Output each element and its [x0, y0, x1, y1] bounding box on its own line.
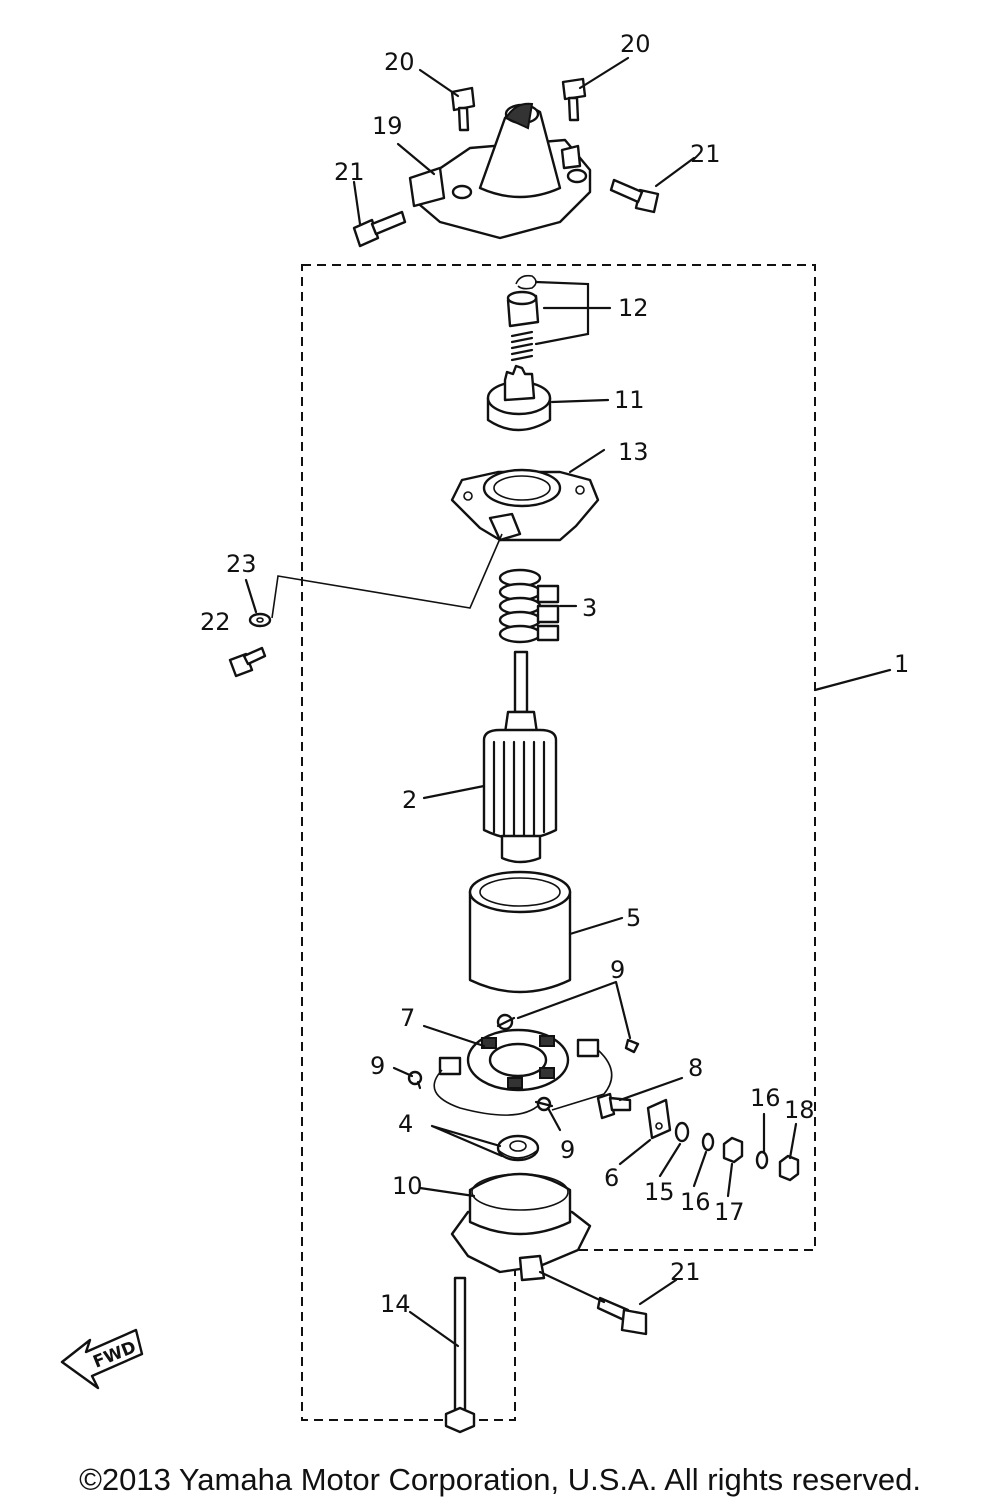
part-yoke-5	[468, 870, 572, 994]
callout-21-left: 21	[334, 158, 365, 186]
callout-13: 13	[618, 438, 649, 466]
part-screw-9-top	[496, 1013, 516, 1031]
callout-12: 12	[618, 294, 649, 322]
callout-7: 7	[400, 1004, 415, 1032]
part-washer-16-b	[755, 1150, 769, 1170]
part-brush-plate-7	[438, 1028, 600, 1092]
part-screw-9-bottom	[534, 1096, 554, 1112]
callout-3: 3	[582, 594, 597, 622]
callout-5: 5	[626, 904, 641, 932]
part-armature-2	[482, 650, 558, 864]
part-bolt-21-left	[352, 210, 407, 248]
part-washer-15	[674, 1121, 690, 1143]
part-upper-bracket-13	[450, 468, 600, 542]
callout-21-bottom: 21	[670, 1258, 701, 1286]
part-screw-9-right	[624, 1038, 640, 1054]
part-washer-23	[248, 612, 272, 628]
fwd-arrow-icon: FWD	[60, 1328, 144, 1390]
callout-10: 10	[392, 1172, 423, 1200]
part-cover-19	[408, 102, 592, 240]
callout-15: 15	[644, 1178, 675, 1206]
part-bolt-20-right	[561, 77, 587, 122]
callout-20-right: 20	[620, 30, 651, 58]
copyright-notice: ©2013 Yamaha Motor Corporation, U.S.A. A…	[79, 1462, 921, 1497]
part-bolt-20-left	[450, 86, 476, 132]
starter-motor-exploded-diagram: FWD 20 20 19 21 21 12 11	[60, 30, 909, 1434]
part-terminal-bolt-8	[596, 1092, 632, 1120]
part-lower-bracket-10	[450, 1172, 592, 1282]
callout-9-left: 9	[370, 1052, 385, 1080]
part-nut-18	[778, 1154, 800, 1182]
callout-6: 6	[604, 1164, 619, 1192]
callout-20-left: 20	[384, 48, 415, 76]
ground-lead-wire	[271, 533, 503, 619]
callout-4: 4	[398, 1110, 413, 1138]
callout-8: 8	[688, 1054, 703, 1082]
part-screw-22	[228, 646, 267, 678]
part-nut-17	[722, 1136, 744, 1164]
part-plate-6	[646, 1098, 672, 1140]
callout-17: 17	[714, 1198, 745, 1226]
callout-22: 22	[200, 608, 231, 636]
brush-lead-wire	[433, 1049, 613, 1116]
callout-2: 2	[402, 786, 417, 814]
callout-23: 23	[226, 550, 257, 578]
callout-19: 19	[372, 112, 403, 140]
part-bearing-4	[496, 1134, 540, 1162]
callout-18: 18	[784, 1096, 815, 1124]
callout-21-right: 21	[690, 140, 721, 168]
part-washer-16-a	[701, 1132, 715, 1152]
part-brush-holder-set-3	[498, 568, 560, 644]
part-pinion-stopper-set-12	[506, 274, 540, 362]
part-bolt-21-right	[609, 178, 660, 214]
part-bolt-21-bottom	[596, 1296, 648, 1336]
callout-9-bottom: 9	[560, 1136, 575, 1164]
callout-9-top: 9	[610, 956, 625, 984]
callout-11: 11	[614, 386, 645, 414]
callout-16-right: 16	[750, 1084, 781, 1112]
assembly-boundary	[301, 264, 816, 1421]
part-through-bolt-14	[444, 1276, 476, 1434]
callout-14: 14	[380, 1290, 411, 1318]
callout-16-left: 16	[680, 1188, 711, 1216]
leader-lines	[244, 56, 892, 1348]
part-pinion-drive-11	[486, 364, 552, 432]
callout-1: 1	[894, 650, 909, 678]
